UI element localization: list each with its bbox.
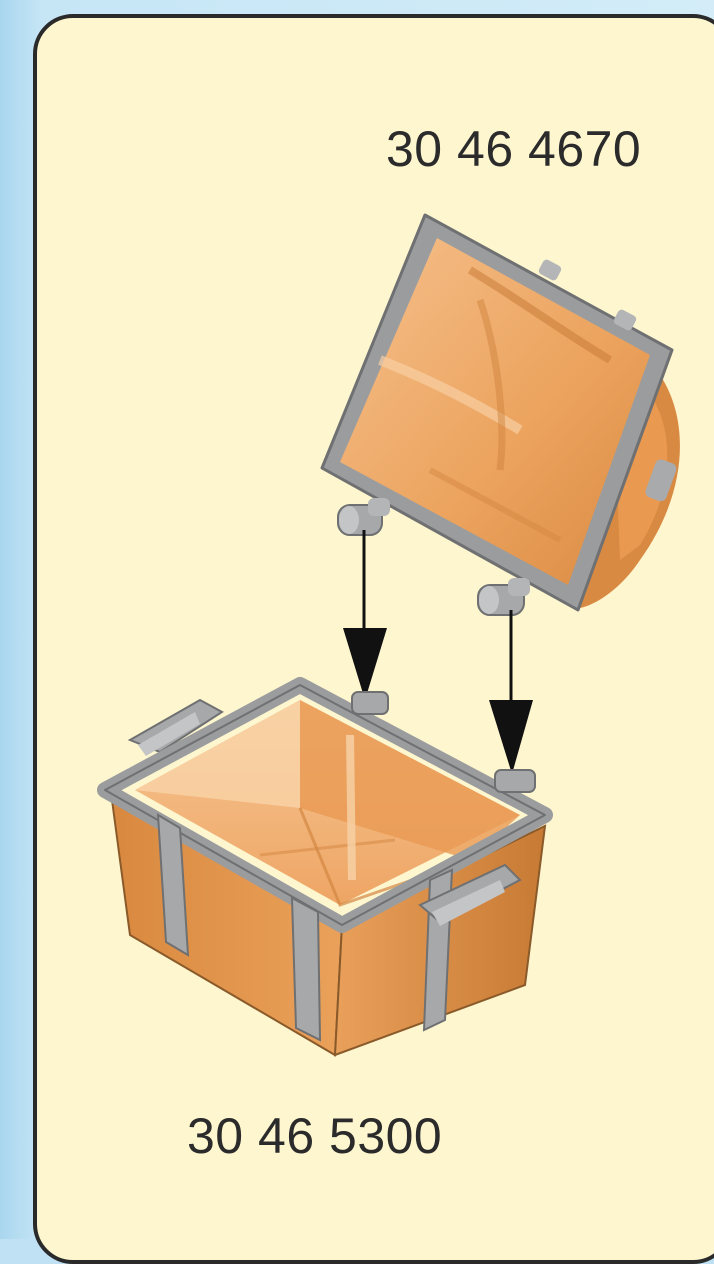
arrow-right: [489, 610, 533, 774]
lid-hinge-left: [338, 498, 390, 535]
arrow-left: [343, 530, 387, 700]
chest-box: [105, 685, 545, 1055]
chest-lid: [322, 215, 680, 610]
lid-hinge-right: [478, 578, 530, 615]
